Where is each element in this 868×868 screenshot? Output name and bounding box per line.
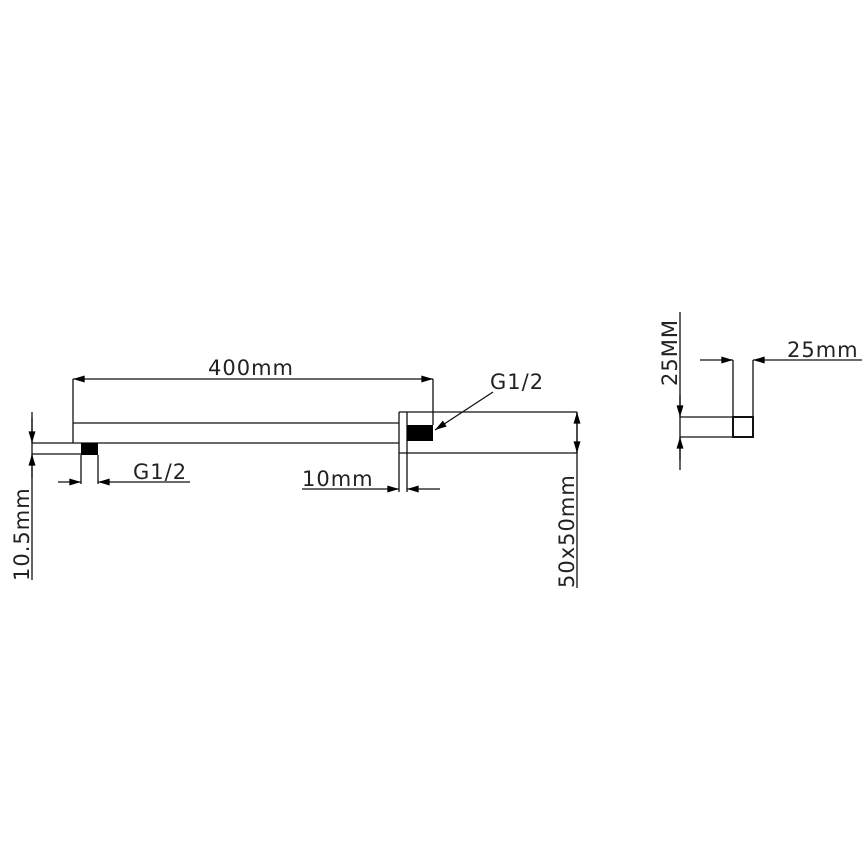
plate-size-label: 50x50mm — [555, 474, 579, 588]
section-height-label: 25MM — [658, 319, 682, 386]
shower-arm-pipe — [32, 379, 399, 455]
front-view: 400mm G1/2 G1/2 10mm 50x50mm — [10, 356, 581, 588]
dimension-length: 400mm — [72, 356, 434, 383]
dimension-plate-size: 50x50mm — [555, 411, 581, 588]
dimension-outlet-offset: 10.5mm — [10, 412, 36, 581]
dimension-section-width: 25mm — [700, 338, 862, 364]
inlet-thread-block — [81, 443, 98, 455]
outlet-offset-label: 10.5mm — [10, 487, 34, 581]
dimension-inlet-thread: G1/2 — [58, 455, 190, 486]
plate-thickness-label: 10mm — [302, 467, 374, 491]
pipe-section — [680, 360, 754, 438]
inlet-thread-label: G1/2 — [133, 460, 187, 484]
outlet-thread-label: G1/2 — [490, 370, 544, 394]
side-view: 25mm 25MM — [658, 312, 862, 470]
pipe-cross-section — [732, 416, 754, 438]
dimension-length-label: 400mm — [208, 356, 294, 380]
outlet-thread-block — [407, 425, 433, 441]
dimension-outlet-thread: G1/2 — [434, 370, 544, 431]
dimension-plate-thickness: 10mm — [302, 467, 440, 493]
dimension-section-height: 25MM — [658, 312, 684, 470]
wall-plate — [398, 379, 577, 492]
section-width-label: 25mm — [787, 338, 859, 362]
